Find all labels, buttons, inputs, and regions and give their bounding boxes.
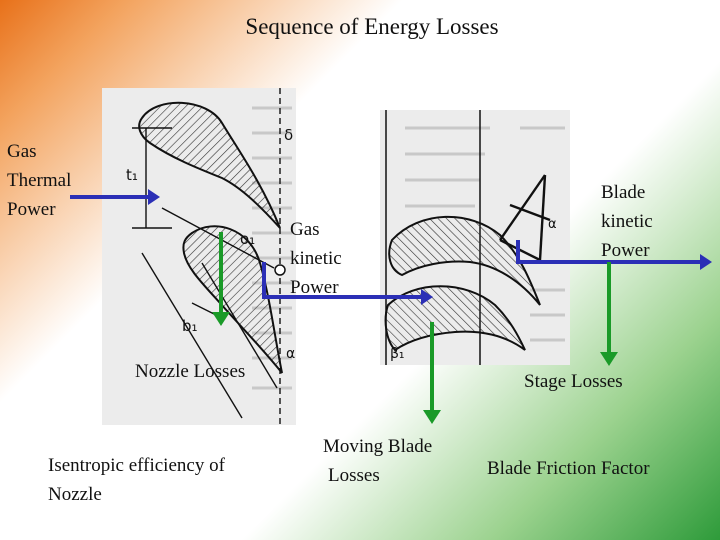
moving-blade-figure: β₁ α bbox=[380, 110, 570, 365]
arrow-moving-blade-losses bbox=[423, 322, 441, 424]
arrow-gas-kinetic-power bbox=[263, 289, 433, 305]
label-gas-kinetic-power: Gas kinetic Power bbox=[290, 219, 342, 298]
label-t1: t₁ bbox=[126, 166, 138, 184]
connector-blade-kinetic bbox=[516, 240, 520, 264]
arrow-stage-losses bbox=[600, 262, 618, 366]
label-nozzle-losses: Nozzle Losses bbox=[135, 361, 246, 382]
label-beta1: β₁ bbox=[390, 346, 405, 362]
label-delta: δ bbox=[284, 126, 293, 144]
arrow-gas-thermal-power bbox=[70, 189, 160, 205]
nozzle-cascade-figure: t₁ o₁ b₁ δ α bbox=[102, 88, 296, 425]
connector-gas-kinetic bbox=[262, 262, 266, 299]
label-blade-friction-factor: Blade Friction Factor bbox=[487, 458, 650, 479]
label-blade-kinetic-power: Blade kinetic Power bbox=[601, 182, 653, 261]
slide-title: Sequence of Energy Losses bbox=[245, 14, 499, 39]
label-gas-thermal-power: Gas Thermal Power bbox=[7, 141, 72, 220]
label-alpha: α bbox=[286, 346, 295, 362]
label-stage-losses: Stage Losses bbox=[524, 371, 623, 392]
arrow-nozzle-losses bbox=[212, 232, 230, 326]
label-blade-alpha: α bbox=[548, 217, 557, 232]
label-o1: o₁ bbox=[240, 230, 255, 248]
label-b1: b₁ bbox=[182, 317, 198, 335]
label-moving-blade-losses: Moving Blade Losses bbox=[323, 436, 433, 486]
label-isentropic-efficiency: Isentropic efficiency of Nozzle bbox=[48, 455, 225, 505]
